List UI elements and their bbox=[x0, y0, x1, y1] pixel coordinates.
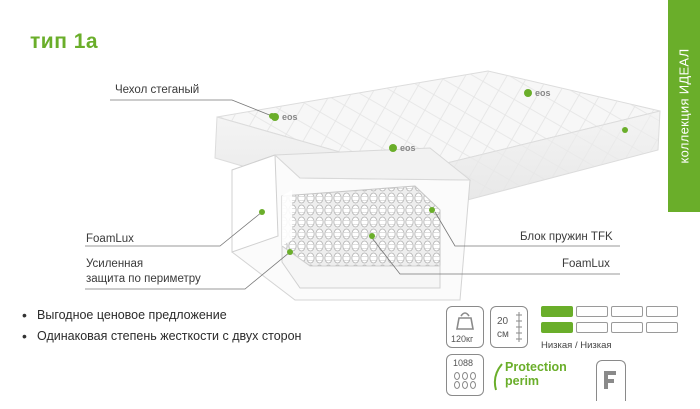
spring-coil-icon bbox=[454, 372, 476, 389]
callout-perimeter-line2: защита по периметру bbox=[86, 273, 201, 285]
page-title: тип 1а bbox=[30, 30, 99, 53]
protection-line2: perim bbox=[505, 374, 540, 388]
hardness-b-4 bbox=[646, 322, 678, 333]
hardness-b-1 bbox=[541, 322, 573, 333]
hardness-a-2 bbox=[576, 306, 608, 317]
callout-perimeter-line1: Усиленная bbox=[86, 258, 144, 270]
partial-spec bbox=[596, 360, 626, 401]
callout-foamlux-right: FoamLux bbox=[562, 258, 610, 270]
hardness-b-3 bbox=[611, 322, 643, 333]
callout-lines bbox=[85, 99, 620, 290]
protection-label: Protection perim bbox=[505, 360, 567, 388]
load-spec: 120кг bbox=[446, 306, 484, 348]
springs-spec: 1088 bbox=[446, 354, 484, 396]
hardness-a-4 bbox=[646, 306, 678, 317]
spring-block bbox=[281, 185, 441, 267]
springs-value: 1088 bbox=[453, 358, 474, 368]
brand-logo-1: eos bbox=[282, 112, 298, 122]
callout-dots bbox=[259, 113, 435, 255]
height-value: 20 bbox=[497, 316, 509, 327]
callout-foamlux-left: FoamLux bbox=[86, 233, 134, 245]
hardness-b-2 bbox=[576, 322, 608, 333]
feature-item: Выгодное ценовое предложение bbox=[20, 305, 301, 326]
hardness-a-1 bbox=[541, 306, 573, 317]
height-unit: см bbox=[497, 329, 509, 340]
protection-line1: Protection bbox=[505, 360, 567, 374]
callout-spring-block: Блок пружин TFK bbox=[520, 231, 613, 243]
collection-tab: коллекция ИДЕАЛ bbox=[668, 0, 700, 212]
feature-list: Выгодное ценовое предложение Одинаковая … bbox=[20, 305, 301, 347]
load-value: 120кг bbox=[451, 334, 474, 344]
callout-perimeter: Усиленная защита по периметру bbox=[86, 257, 201, 287]
ruler-icon bbox=[516, 312, 522, 342]
weight-icon bbox=[456, 312, 474, 330]
hardness-a-3 bbox=[611, 306, 643, 317]
height-spec: 20 см bbox=[490, 306, 528, 348]
feature-item: Одинаковая степень жесткости с двух стор… bbox=[20, 326, 301, 347]
foam-layer-icon bbox=[604, 371, 616, 389]
brand-logo-3: eos bbox=[535, 88, 551, 98]
hardness-label: Низкая / Низкая bbox=[541, 340, 612, 351]
cutaway-section bbox=[231, 147, 472, 301]
protection-icon bbox=[493, 363, 503, 391]
callout-cover: Чехол стеганый bbox=[115, 84, 200, 96]
brand-logo-2: eos bbox=[400, 143, 416, 153]
